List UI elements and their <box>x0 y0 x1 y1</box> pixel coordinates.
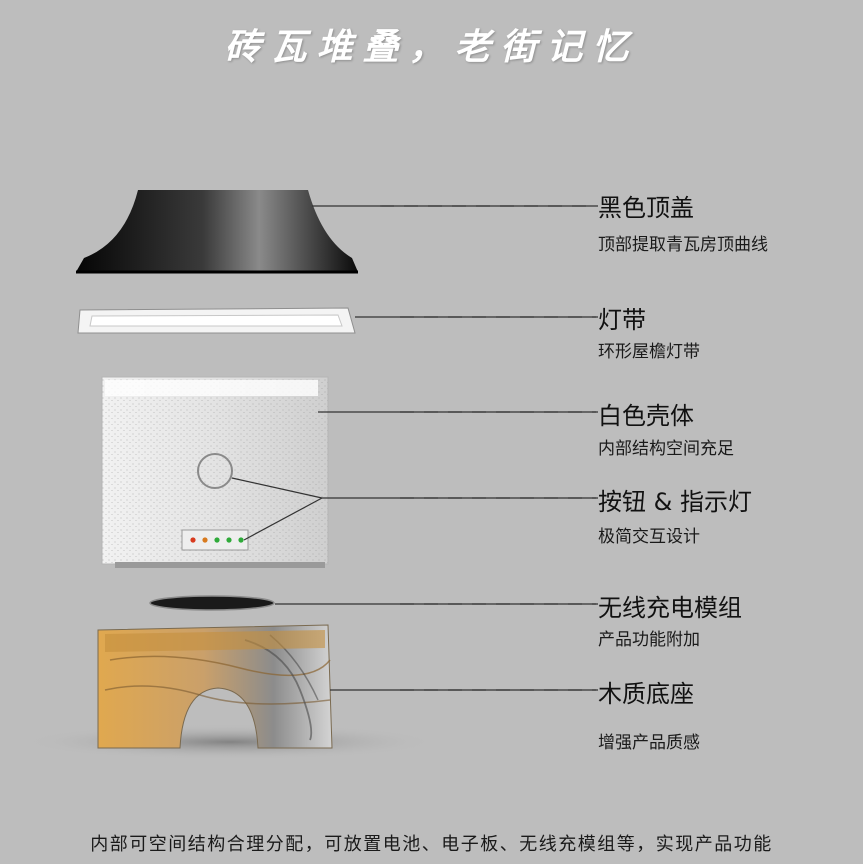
label-button-indicator: 按钮 & 指示灯 <box>598 488 752 516</box>
label-cap-desc: 顶部提取青瓦房顶曲线 <box>598 235 768 255</box>
callout-line-indicator <box>243 497 323 541</box>
label-shell: 白色壳体 <box>598 402 694 430</box>
bottom-caption: 内部可空间结构合理分配，可放置电池、电子板、无线充模组等，实现产品功能 <box>90 834 773 855</box>
light-strip <box>77 307 356 334</box>
indicator-light-green <box>214 537 220 543</box>
wood-base <box>97 624 333 749</box>
black-cap <box>76 190 358 274</box>
callout-dashes <box>380 205 596 691</box>
label-light-strip-desc: 环形屋檐灯带 <box>598 342 700 362</box>
label-wireless-charging-desc: 产品功能附加 <box>598 630 700 650</box>
label-wood-base: 木质底座 <box>598 680 694 708</box>
page-title: 砖瓦堆叠，老街记忆 <box>224 26 639 68</box>
base-shadow <box>20 724 440 760</box>
label-shell-desc: 内部结构空间充足 <box>598 439 734 459</box>
white-shell <box>101 376 329 568</box>
wireless-charging-module <box>149 595 275 611</box>
label-wood-base-desc: 增强产品质感 <box>598 733 700 753</box>
label-light-strip: 灯带 <box>598 306 646 334</box>
indicator-light-green-3 <box>238 537 244 543</box>
label-button-indicator-desc: 极简交互设计 <box>598 527 700 547</box>
label-wireless-charging: 无线充电模组 <box>598 594 742 622</box>
power-button <box>197 453 233 489</box>
indicator-light-green-2 <box>226 537 232 543</box>
indicator-light-orange <box>202 537 208 543</box>
callout-line-button <box>231 477 323 499</box>
indicator-light-red <box>190 537 196 543</box>
label-cap: 黑色顶盖 <box>598 194 694 222</box>
